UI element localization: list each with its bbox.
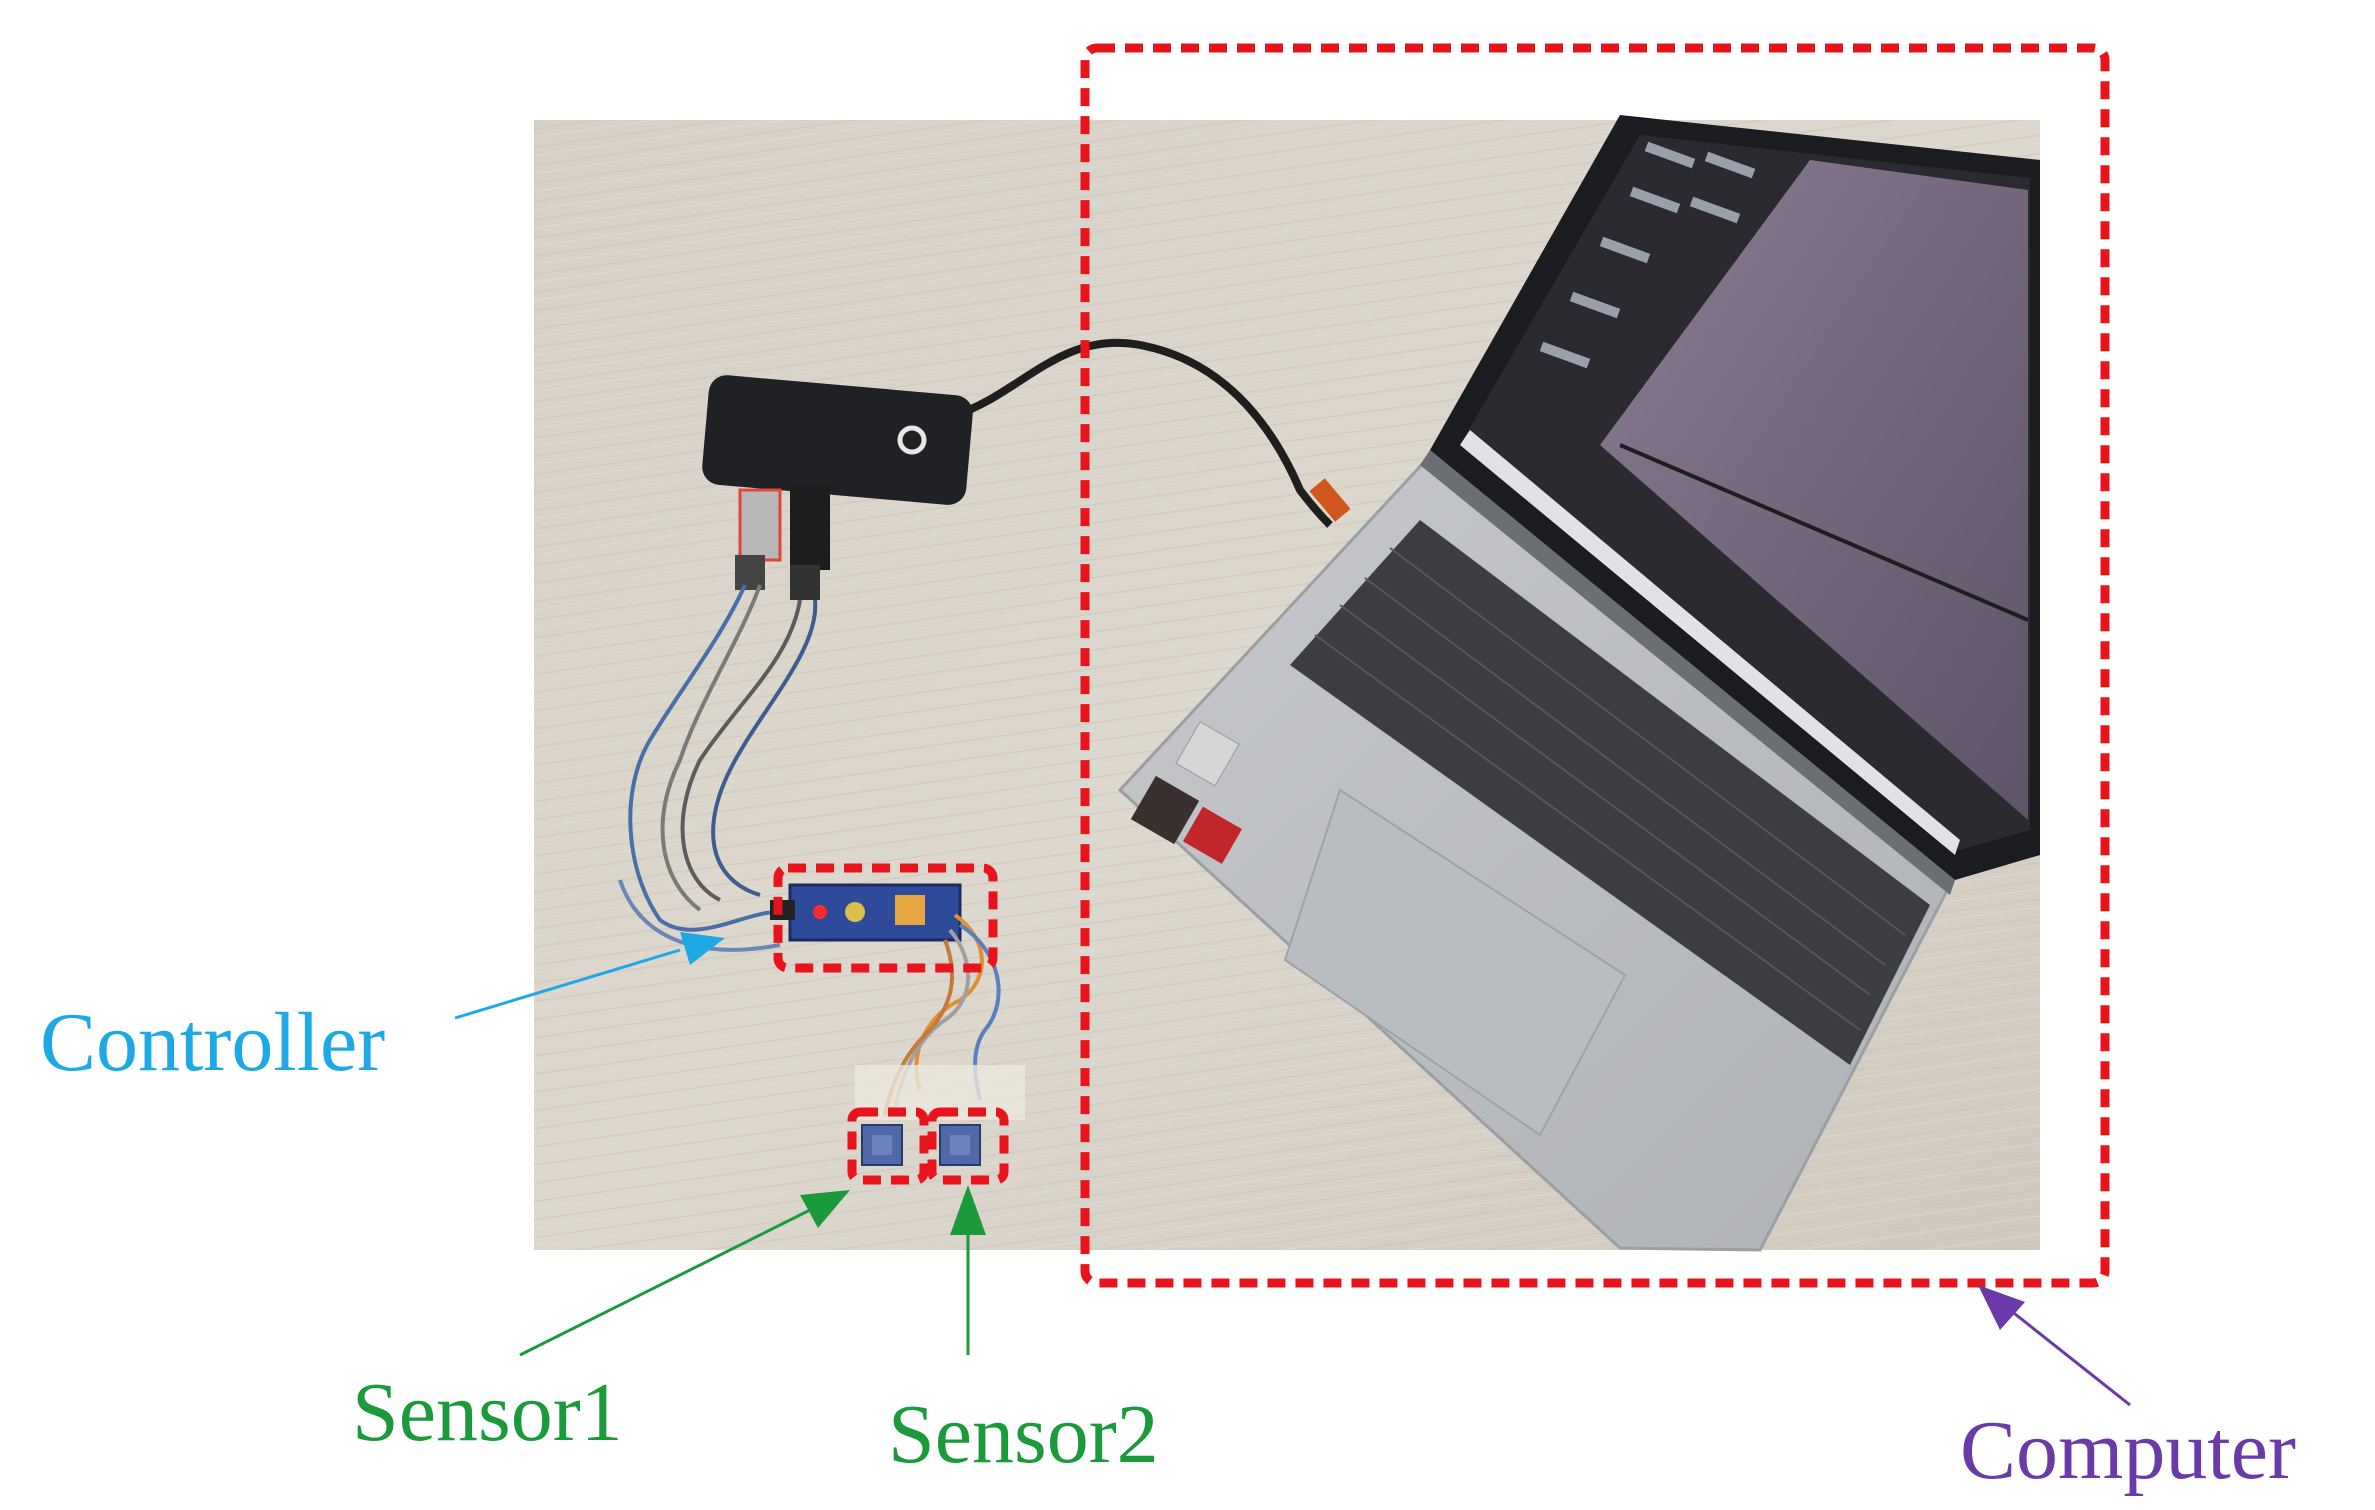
usb-hub bbox=[702, 375, 973, 600]
controller-board bbox=[770, 883, 962, 942]
laptop-touchpad bbox=[1283, 788, 1627, 1137]
sensor2-arrow bbox=[950, 1185, 986, 1355]
usb-hub-indicator bbox=[897, 425, 927, 455]
usb-cable-plug bbox=[1309, 478, 1351, 522]
controller-label: Controller bbox=[40, 996, 385, 1089]
controller-highlight-box bbox=[773, 863, 998, 973]
usb-cable bbox=[953, 338, 1333, 528]
laptop-sticker bbox=[1175, 721, 1240, 787]
sensor2-highlight-box bbox=[927, 1107, 1009, 1185]
laptop bbox=[1117, 115, 2040, 1252]
computer-arrow bbox=[1978, 1285, 2131, 1407]
screen-taskbar bbox=[1460, 430, 1960, 855]
sensor1-highlight-box bbox=[847, 1107, 929, 1185]
sensor2-label: Sensor2 bbox=[888, 1388, 1159, 1481]
laptop-sticker bbox=[1182, 806, 1242, 864]
controller-arrow bbox=[454, 932, 725, 1020]
computer-label: Computer bbox=[1960, 1404, 2296, 1497]
sensor2-module bbox=[939, 1124, 981, 1166]
laptop-sticker bbox=[1130, 775, 1200, 845]
sensor1-module bbox=[861, 1124, 903, 1166]
computer-highlight-box bbox=[1080, 43, 2110, 1288]
screen-plot-area bbox=[1600, 160, 2028, 820]
laptop-keyboard bbox=[1290, 520, 1930, 1065]
screen-side-panel bbox=[1539, 141, 1756, 369]
sensor1-arrow bbox=[519, 1190, 850, 1357]
wires-hub-controller bbox=[618, 584, 818, 952]
sensor1-label: Sensor1 bbox=[352, 1366, 623, 1459]
